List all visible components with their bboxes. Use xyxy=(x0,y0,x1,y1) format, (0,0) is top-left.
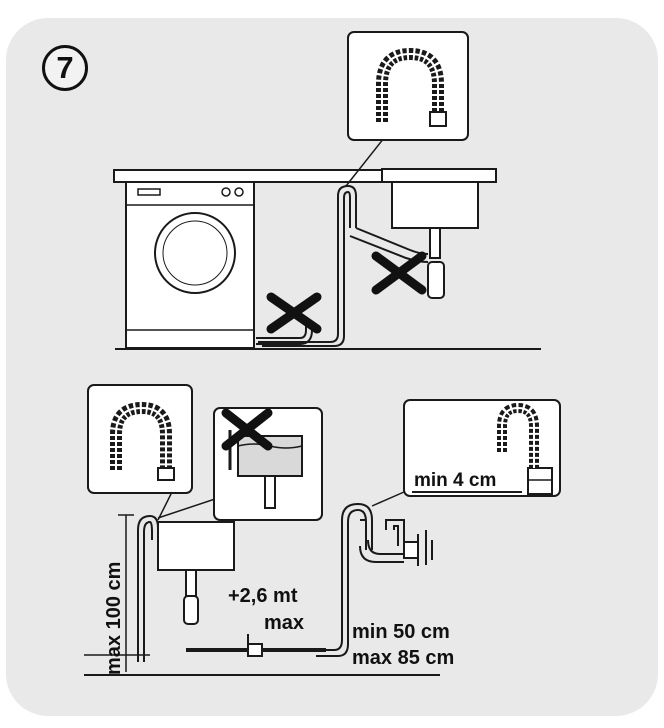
leader-line xyxy=(371,491,405,507)
extension-hose xyxy=(186,634,326,657)
sink-small-icon xyxy=(157,521,235,625)
cross-mark-icon xyxy=(371,251,427,295)
label-max-100-cm: max 100 cm xyxy=(103,561,125,675)
drain-hose-top xyxy=(258,184,357,347)
inset-hose-elbow-left xyxy=(87,384,193,494)
hose-elbow-icon xyxy=(497,402,539,468)
label-max-85-cm: max 85 cm xyxy=(352,647,455,669)
label-extension: +2,6 mt xyxy=(228,585,298,607)
inset-crossed-basin xyxy=(213,407,323,521)
cross-mark-icon xyxy=(221,408,273,451)
drain-hose-right xyxy=(316,502,373,657)
inset-hose-elbow-top xyxy=(347,31,469,141)
inset-min-gap xyxy=(403,399,561,497)
washing-machine-icon xyxy=(125,181,255,349)
label-extension-max: max xyxy=(264,612,305,634)
siphon-icon xyxy=(359,519,419,566)
label-min-50-cm: min 50 cm xyxy=(352,621,450,643)
leader-line xyxy=(157,491,173,521)
sink-icon xyxy=(381,168,497,299)
leader-line xyxy=(345,137,385,187)
label-min-4-cm: min 4 cm xyxy=(414,470,497,491)
cross-mark-icon xyxy=(266,292,322,334)
step-number-badge: 7 xyxy=(42,45,88,91)
hose-elbow-icon xyxy=(110,401,175,481)
hose-elbow-icon xyxy=(376,47,447,127)
